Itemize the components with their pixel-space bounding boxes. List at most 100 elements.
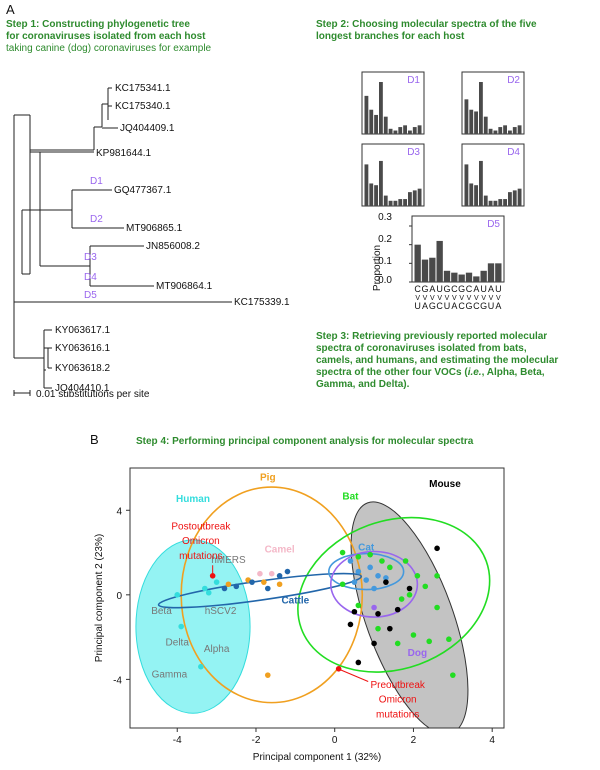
group-label-cattle: Cattle [281,595,309,606]
tree-leaf: KY063618.2 [55,363,110,374]
step2-title-line2: longest branches for each host [316,31,465,42]
data-point [367,551,373,558]
data-point [198,663,204,670]
spectrum-bar [512,127,517,134]
tree-leaf: KY063617.1 [55,325,110,336]
data-point [339,549,346,556]
tree-branch-labels: D1 D2 D3 D4 D5 [84,176,103,301]
data-point [450,672,456,678]
x-axis-label: Principal component 1 (32%) [253,752,381,763]
label-delta: Delta [166,638,190,649]
plot-frame [129,467,505,729]
x-tick-label: 0 [332,735,338,746]
step3-line4-italic: i.e. [467,367,482,378]
data-point [446,636,452,643]
spectrum-bar [408,130,412,134]
spectrum-d5-axis: Proportion 0.3 0.2 0.1 0.0 [372,212,392,291]
spectrum-bar [488,200,493,206]
spectrum-bar [414,244,421,282]
spectrum-bar [393,130,398,134]
data-point [434,573,440,579]
tree-branches [13,87,232,389]
data-point [422,583,429,590]
mutation-from-letter: G [443,284,450,294]
data-point [375,625,381,632]
spectrum-bar [369,109,374,134]
spectrum-bar [474,111,478,134]
spectrum-label: D4 [507,147,520,158]
data-point [205,589,212,596]
mutation-arrow: V [496,295,501,302]
spectrum-bar [429,257,436,282]
data-point [174,592,181,598]
mutation-to-letter: C [436,301,443,311]
spectrum-label: D5 [487,219,500,230]
mutation-from-letter: A [488,284,494,294]
x-tick-label: -2 [252,735,261,746]
step3-line4-post: , Alpha, Beta, [481,367,545,378]
spectrum-bar [498,199,503,206]
group-label-bat: Bat [342,492,359,503]
data-point [257,570,263,577]
mutation-from-letter: U [480,284,487,294]
label-beta: Beta [151,606,172,617]
data-point [379,558,385,564]
data-point [363,577,370,583]
spectrum-bar [479,160,483,206]
tree-leaf: KC175341.1 [115,83,171,94]
data-point [414,573,421,579]
tree-leaf: JN856008.2 [146,241,200,252]
scale-bar: 0.01 substitutions per site [13,389,150,400]
data-point [276,573,283,579]
label-preoutbreak-line2: Omicron [379,695,417,706]
spectrum-bar [374,114,378,134]
data-point [434,545,440,552]
step3-line5: Gamma, and Delta). [316,379,410,390]
tree-leaf: KP981644.1 [96,148,151,159]
spectrum-bar [464,99,469,134]
spectrum-bar [403,125,407,134]
step2-title-line1: Step 2: Choosing molecular spectra of th… [316,19,537,30]
spectrum-bar [498,127,503,134]
spectrum-bar [488,128,493,134]
mutation-from-letter: A [429,284,435,294]
spectrum-bar [483,116,488,134]
data-point [225,581,232,588]
spectrum-bar [464,164,469,206]
spectrum-ytick: 0.1 [378,256,392,267]
data-point [406,592,413,598]
spectrum-bar [469,183,474,206]
step2-text: Step 2: Choosing molecular spectra of th… [316,19,596,43]
label-preoutbreak-line1: Preoutbreak [370,680,425,691]
step3-line1: Step 3: Retrieving previously reported m… [316,331,548,342]
branch-label-d5: D5 [84,290,97,301]
data-point [371,604,377,611]
ellipse-dog [329,550,419,618]
data-point [347,621,354,628]
mutation-from-letter: G [421,284,428,294]
mutation-from-letter: U [495,284,502,294]
spectrum-bar [383,116,388,134]
mutation-to-letter: A [422,301,428,311]
data-point [268,570,275,577]
spectrum-bar [493,130,498,134]
data-point [434,604,440,611]
branch-label-d3: D3 [84,252,97,263]
spectrum-bar [503,125,507,134]
spectrum-bar [421,259,429,282]
data-point [375,611,381,617]
group-label-dog: Dog [408,648,427,659]
data-point [355,602,362,609]
panel-letter-a: A [6,2,15,17]
step4-title: Step 4: Performing principal component a… [136,436,474,447]
spectrum-bar [480,270,487,282]
spectrum-label: D3 [407,147,420,158]
data-point [233,583,240,590]
data-point [394,606,401,613]
spectrum-ylabel: Proportion [372,245,383,291]
spectrum-ytick: 0.0 [378,275,392,286]
data-point [406,585,413,592]
mutation-arrow: V [489,295,494,302]
